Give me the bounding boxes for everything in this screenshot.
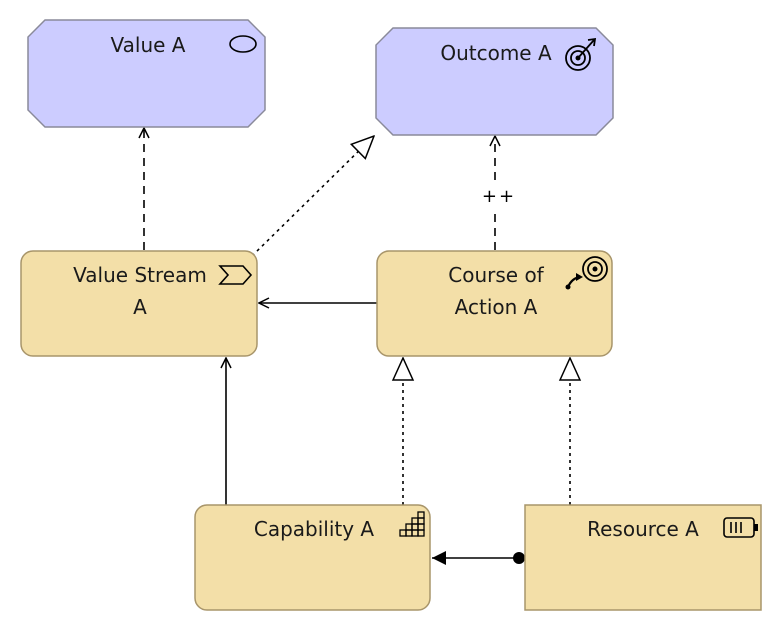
target-arrow-icon	[565, 37, 597, 71]
node-outcome-a[interactable]: Outcome A	[375, 27, 614, 136]
target-hand-icon	[565, 256, 608, 290]
edge-label-bg	[480, 184, 510, 208]
battery-icon	[723, 517, 758, 538]
edges: ++	[144, 128, 570, 565]
node-label-line1: Value Stream	[73, 263, 207, 287]
node-course-of-action-a[interactable]: Course of Action A	[376, 250, 613, 357]
edge-label-plusplus: ++	[482, 186, 516, 207]
node-label: Outcome A	[440, 41, 552, 65]
edge-valuestream-to-outcome[interactable]	[251, 136, 374, 257]
node-capability-a[interactable]: Capability A	[194, 504, 431, 611]
node-label: Capability A	[254, 517, 375, 541]
node-value-stream-a[interactable]: Value Stream A	[20, 250, 258, 357]
node-label: Value A	[111, 33, 186, 57]
chevron-icon	[218, 265, 253, 285]
node-label-line2: A	[133, 295, 147, 319]
node-value-a[interactable]: Value A	[27, 19, 266, 128]
value-ellipse-icon	[229, 35, 257, 53]
node-label-line2: Action A	[455, 295, 538, 319]
node-resource-a[interactable]: Resource A	[524, 504, 762, 611]
node-label: Resource A	[587, 517, 699, 541]
stairs-icon	[399, 511, 425, 537]
assignment-dot	[513, 552, 525, 564]
node-label-line1: Course of	[448, 263, 544, 287]
